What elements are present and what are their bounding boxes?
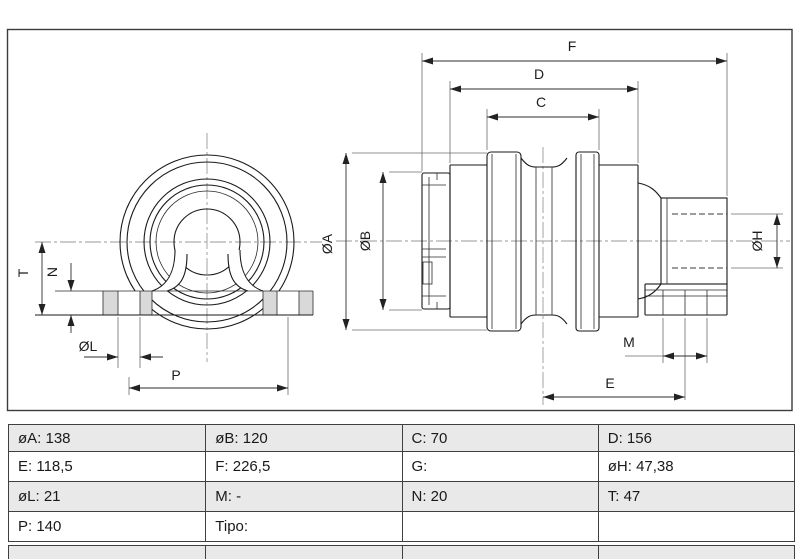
tread-bottom — [520, 314, 568, 325]
spec-cell-M: M: - — [205, 481, 402, 511]
section-diameter-dimensions: ØA ØB ØH — [319, 152, 783, 331]
axle-block — [660, 197, 728, 285]
section-top-dimensions: F D C — [421, 38, 728, 196]
drawing-frame — [6, 28, 793, 412]
front-view: T N ØL P — [15, 133, 322, 395]
left-bolt-slot — [118, 291, 140, 315]
front-view-dimensions: T N ØL P — [15, 242, 289, 395]
left-rim — [486, 151, 522, 332]
dim-label-M: M — [623, 334, 635, 350]
spec-cell-empty-1 — [401, 511, 598, 541]
spec-cell-C: C: 70 — [401, 425, 598, 451]
spec-cell-clipped-1 — [9, 546, 206, 559]
spec-cell-D: D: 156 — [597, 425, 794, 451]
spec-cell-clipped-2 — [205, 546, 402, 559]
spec-cell-tipo: Tipo: — [205, 511, 402, 541]
spec-cell-B: øB: 120 — [205, 425, 402, 451]
mounting-flanges — [35, 290, 314, 316]
spec-table-next-row-clipped — [8, 545, 795, 559]
tread-top — [520, 157, 568, 168]
dim-label-F: F — [568, 38, 577, 54]
spec-cell-clipped-4 — [597, 546, 794, 559]
dim-label-N: N — [44, 267, 60, 277]
section-bottom-dimensions: M E — [543, 318, 708, 401]
spec-cell-G: G: — [401, 451, 598, 481]
spec-cell-P: P: 140 — [9, 511, 206, 541]
spec-cell-N: N: 20 — [401, 481, 598, 511]
spec-table: øA: 138 øB: 120 C: 70 D: 156 E: 118,5 F:… — [8, 424, 795, 542]
spec-cell-A: øA: 138 — [9, 425, 206, 451]
right-bolt-slot — [277, 291, 299, 315]
dim-label-L: ØL — [79, 338, 98, 354]
axle-and-mount — [637, 182, 728, 316]
technical-drawing-page: T N ØL P — [6, 28, 795, 559]
front-view-circles — [119, 154, 295, 330]
spec-cell-H: øH: 47,38 — [597, 451, 794, 481]
support-arms — [151, 249, 264, 292]
spec-cell-empty-2 — [597, 511, 794, 541]
dim-label-P: P — [171, 367, 180, 383]
roller-drawing-svg: T N ØL P — [6, 28, 793, 412]
spec-cell-clipped-3 — [401, 546, 598, 559]
spec-cell-F: F: 226,5 — [205, 451, 402, 481]
dim-label-B: ØB — [357, 231, 373, 251]
dim-label-E: E — [605, 375, 614, 391]
roller-body-section — [449, 151, 639, 332]
section-view: F D C ØA ØB ØH — [319, 38, 790, 405]
spec-cell-L: øL: 21 — [9, 481, 206, 511]
dim-label-C: C — [536, 94, 546, 110]
spec-cell-E: E: 118,5 — [9, 451, 206, 481]
dim-label-A: ØA — [319, 233, 335, 254]
right-rim — [575, 151, 600, 332]
dim-label-D: D — [534, 66, 544, 82]
dim-label-T: T — [15, 268, 31, 277]
spec-cell-T: T: 47 — [597, 481, 794, 511]
dim-label-H: ØH — [749, 231, 765, 252]
